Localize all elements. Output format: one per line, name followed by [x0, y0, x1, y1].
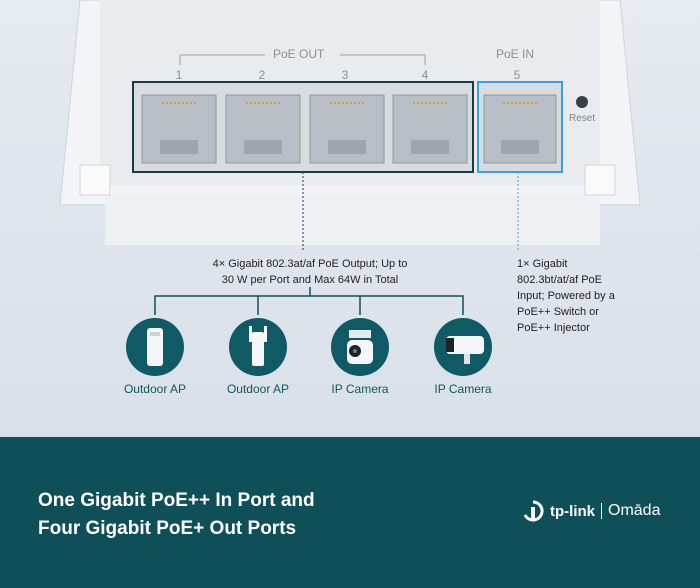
reset-button-hole: [576, 96, 588, 108]
footer-banner: [0, 437, 700, 588]
port-number-3: 3: [341, 68, 349, 82]
poe-out-description: 4× Gigabit 802.3at/af PoE Output; Up to …: [195, 256, 425, 288]
brand-omada: Omāda: [608, 502, 661, 519]
brand-separator: [601, 503, 602, 519]
port-number-2: 2: [258, 68, 266, 82]
poe-out-description-line-2: 30 W per Port and Max 64W in Total: [221, 274, 399, 286]
reset-label: Reset: [569, 113, 596, 124]
brand-tp-link: tp-link: [550, 502, 595, 520]
poe-in-line-2: 802.3bt/at/af PoE: [517, 274, 603, 286]
poe-in-line-1: 1× Gigabit: [517, 258, 568, 270]
poe-in-line-4: PoE++ Switch or: [517, 306, 599, 318]
poe-in-line-5: PoE++ Injector: [517, 322, 590, 334]
outdoor-ap-icon: [126, 318, 184, 376]
device-label: IP Camera: [331, 382, 389, 396]
port-number-1: 1: [175, 68, 183, 82]
headline: One Gigabit PoE++ In Port and Four Gigab…: [38, 487, 315, 543]
device-label: Outdoor AP: [226, 382, 290, 396]
poe-in-line-3: Input; Powered by a: [517, 290, 615, 302]
poe-in-description: 1× Gigabit 802.3bt/at/af PoE Input; Powe…: [517, 256, 657, 336]
port-number-5: 5: [513, 68, 521, 82]
device-ip-camera-ptz: IP Camera: [310, 318, 410, 396]
bullet-camera-icon: [434, 318, 492, 376]
port-number-4: 4: [421, 68, 429, 82]
switch-device-illustration: [59, 0, 641, 315]
device-label: Outdoor AP: [123, 382, 187, 396]
device-outdoor-ap-1: Outdoor AP: [105, 318, 205, 396]
device-outdoor-ap-2: Outdoor AP: [208, 318, 308, 396]
ptz-camera-icon: [331, 318, 389, 376]
headline-line-2: Four Gigabit PoE+ Out Ports: [38, 518, 297, 539]
tp-link-logo-icon: [523, 500, 544, 522]
poe-out-label: PoE OUT: [273, 47, 325, 61]
brand-logo: tp-link Omāda: [522, 500, 660, 522]
device-label: IP Camera: [434, 382, 492, 396]
headline-line-1: One Gigabit PoE++ In Port and: [38, 490, 315, 511]
device-ip-camera-bullet: IP Camera: [413, 318, 513, 396]
poe-out-description-line-1: 4× Gigabit 802.3at/af PoE Output; Up to: [212, 258, 408, 270]
outdoor-ap-antenna-icon: [229, 318, 287, 376]
poe-in-label: PoE IN: [496, 47, 535, 61]
